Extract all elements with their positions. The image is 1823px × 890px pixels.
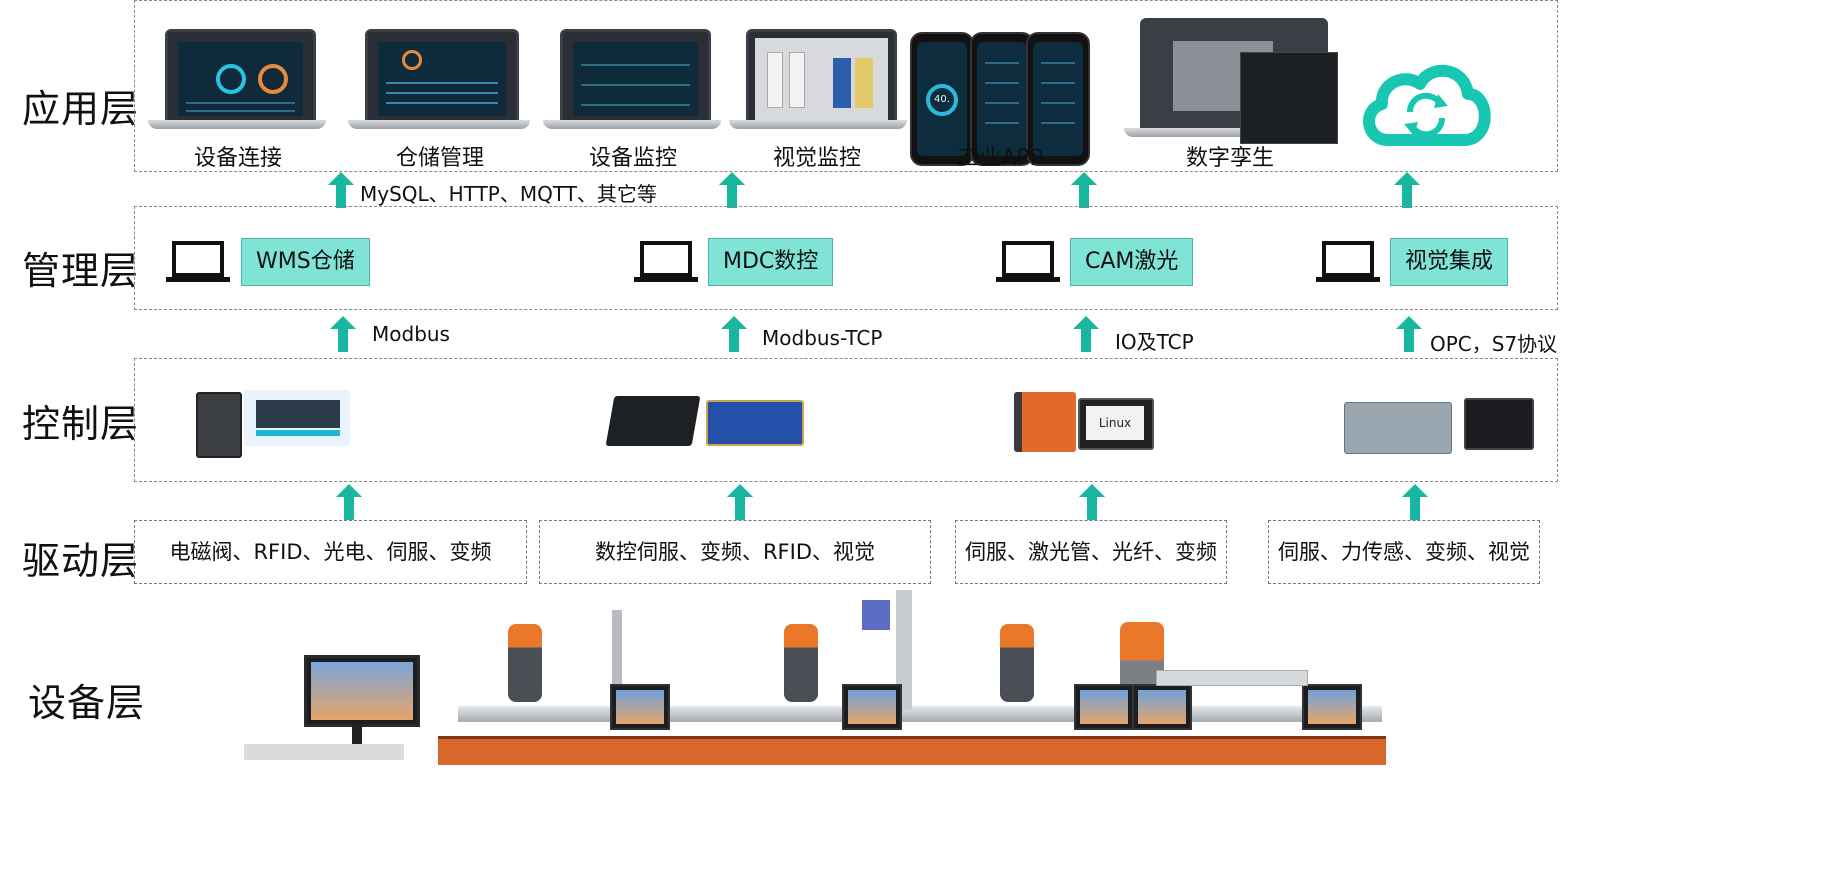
app-label: 设备连接: [193, 146, 282, 171]
controller-module: [196, 392, 242, 458]
up-arrow-icon: [328, 172, 354, 208]
line-base: [438, 736, 1386, 765]
robot-arm: [1000, 624, 1034, 702]
phone-gauge-reading: 40.: [934, 94, 950, 105]
laptop-screen: [746, 29, 897, 127]
app-label: 视觉监控: [772, 146, 861, 171]
linux-label: Linux: [1086, 406, 1144, 440]
up-arrow-icon: [727, 484, 753, 520]
robot-arm: [784, 624, 818, 702]
protocol-label: IO及TCP: [1115, 330, 1194, 354]
app-label: 设备监控: [588, 146, 677, 171]
phone: 40.: [910, 32, 974, 166]
app-label: 仓储管理: [395, 146, 484, 171]
robot-arm: [508, 624, 542, 702]
laser-tower: [896, 590, 912, 710]
laptop-base: [543, 120, 721, 129]
vision-pole: [612, 610, 622, 700]
up-arrow-icon: [1079, 484, 1105, 520]
protocol-label: MySQL、HTTP、MQTT、其它等: [360, 182, 657, 206]
layer-label-equipment: 设备层: [28, 681, 146, 725]
laptop-screen: [560, 29, 711, 127]
motion-control-board: [605, 396, 701, 446]
management-band: [134, 206, 1558, 310]
driver-box: 伺服、力传感、变频、视觉: [1268, 520, 1540, 584]
laptop-screen: [365, 29, 519, 127]
layer-label-management: 管理层: [22, 249, 140, 293]
touch-panel: [1074, 684, 1134, 730]
mgmt-system-vision: 视觉集成: [1390, 238, 1509, 286]
up-arrow-icon: [1394, 172, 1420, 208]
laptop-screen: [165, 29, 316, 127]
laptop-base: [729, 120, 907, 129]
up-arrow-icon: [719, 172, 745, 208]
protocol-label: Modbus: [372, 322, 450, 346]
touch-panel: [610, 684, 670, 730]
laptop-base: [148, 120, 326, 129]
up-arrow-icon: [330, 316, 356, 352]
up-arrow-icon: [1402, 484, 1428, 520]
phone: [970, 32, 1034, 166]
up-arrow-icon: [336, 484, 362, 520]
protocol-label: OPC，S7协议: [1430, 332, 1558, 356]
mgmt-system-cam: CAM激光: [1070, 238, 1194, 286]
layer-label-application: 应用层: [22, 87, 140, 131]
driver-box: 伺服、激光管、光纤、变频: [955, 520, 1227, 584]
linux-hmi-panel: Linux: [1078, 398, 1154, 450]
laptop-icon: [1316, 241, 1380, 282]
laptop-icon: [996, 241, 1060, 282]
laser-head: [862, 600, 890, 630]
app-label: 工业APP: [957, 146, 1043, 171]
up-arrow-icon: [1071, 172, 1097, 208]
mgmt-system-mdc: MDC数控: [708, 238, 834, 286]
edge-compute-board: [1464, 398, 1534, 450]
application-band: [134, 0, 1558, 172]
workstation-monitor: [304, 655, 420, 727]
twin-panel: [1240, 52, 1338, 144]
control-band: [134, 358, 1558, 482]
gateway-module: [244, 390, 350, 446]
cloud-sync-icon: [1363, 64, 1491, 146]
mgmt-system-wms: WMS仓储: [241, 238, 370, 286]
laptop-icon: [634, 241, 698, 282]
protocol-label: Modbus-TCP: [762, 326, 883, 350]
layer-label-driver: 驱动层: [22, 539, 140, 583]
up-arrow-icon: [1073, 316, 1099, 352]
layer-label-control: 控制层: [22, 402, 140, 446]
plc-module: [1014, 392, 1076, 452]
wireless-board: [706, 400, 804, 446]
up-arrow-icon: [1396, 316, 1422, 352]
touch-panel: [1302, 684, 1362, 730]
driver-box: 电磁阀、RFID、光电、伺服、变频: [134, 520, 527, 584]
touch-panel: [1132, 684, 1192, 730]
touch-panel: [842, 684, 902, 730]
laptop-base: [1124, 128, 1338, 137]
laptop-base: [348, 120, 530, 129]
s7-plc-module: [1344, 402, 1452, 454]
driver-box: 数控伺服、变频、RFID、视觉: [539, 520, 931, 584]
storage-rack: [1156, 670, 1308, 686]
laptop-icon: [166, 241, 230, 282]
conveyor-rail: [458, 706, 1382, 722]
app-label: 数字孪生: [1185, 146, 1274, 171]
up-arrow-icon: [721, 316, 747, 352]
phone: [1026, 32, 1090, 166]
